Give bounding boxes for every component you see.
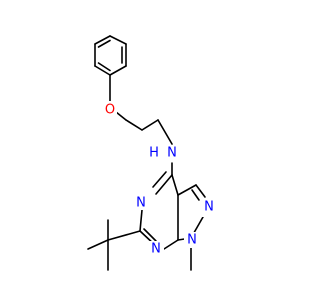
atom-amine-nitrogen: N [165,146,179,162]
bond [109,65,127,76]
atom-labels: O N H N N N N [103,101,217,257]
atom-amine-hydrogen: H [147,146,161,162]
atom-label-oxygen: O [105,103,115,118]
atom-pyrimidine-nitrogen-top: N [133,194,149,211]
bond [97,39,111,48]
bonds [87,35,206,271]
bond [155,174,173,195]
bond [109,35,127,45]
bond [171,174,179,196]
atom-pyrazole-nitrogen-1: N [184,232,200,248]
bond [107,230,141,241]
bond [143,228,157,242]
atom-label-pyrimidine-nitrogen-bottom: N [151,242,161,257]
bond [191,189,200,201]
atom-label-pyrazole-nitrogen-1: N [187,233,197,248]
bond [163,239,179,250]
bond [94,35,111,45]
molecule-structure-diagram: O N H N N N N [87,35,217,271]
bond [115,111,127,121]
bond [97,62,111,72]
atom-oxygen: O [103,101,117,118]
bond [177,184,197,196]
bond [152,171,167,188]
bond [139,209,143,232]
atom-pyrazole-nitrogen-2: N [201,199,217,217]
bond [87,239,109,250]
bond [157,119,173,145]
bond [195,184,206,198]
atom-label-pyrimidine-nitrogen-top: N [136,196,146,211]
bond [141,119,159,131]
bond [94,65,111,76]
bond [125,119,143,131]
atom-label-amine-nitrogen: N [167,146,177,161]
atom-pyrimidine-nitrogen-bottom: N [148,241,164,257]
atom-label-amine-hydrogen: H [149,146,159,161]
atom-label-pyrazole-nitrogen-2: N [204,200,214,215]
